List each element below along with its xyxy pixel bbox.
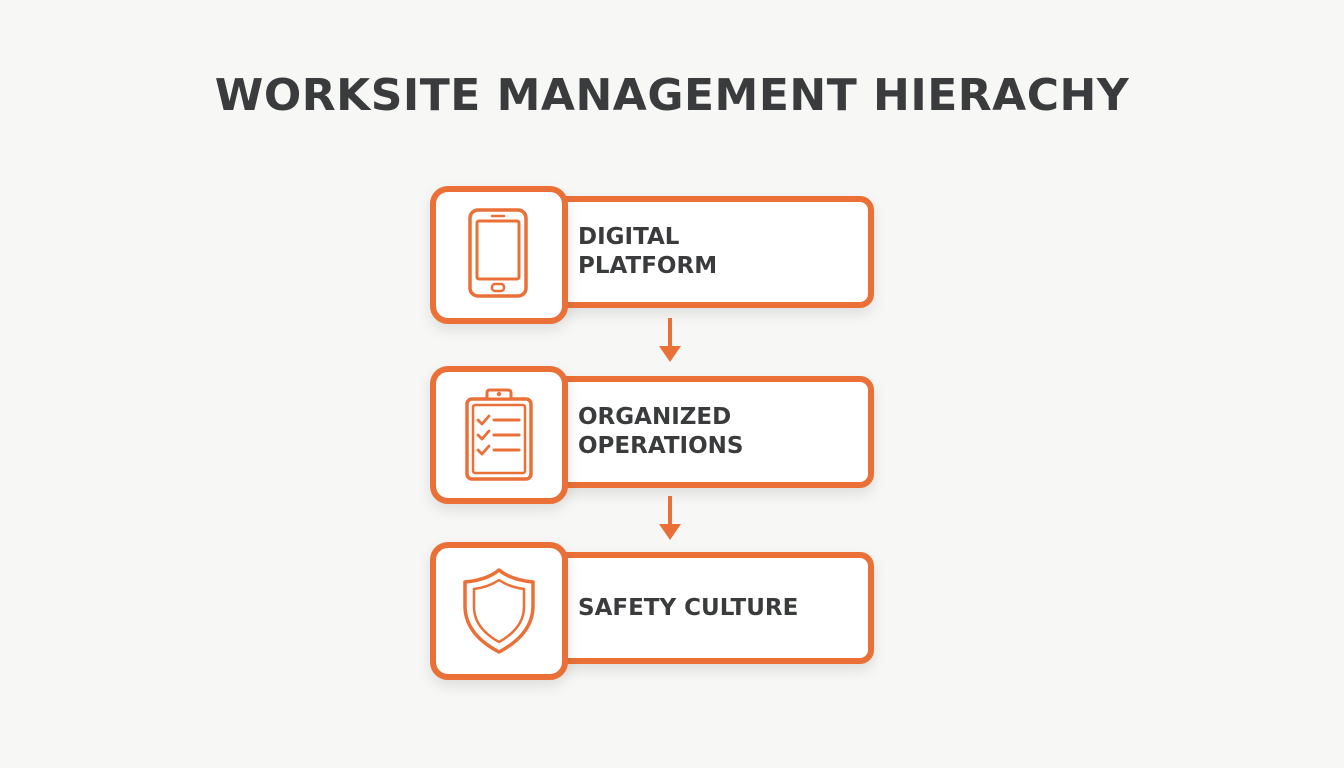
shield-icon: [463, 568, 535, 654]
step-label-box: DIGITAL PLATFORM: [550, 196, 874, 308]
arrow-down-icon: [659, 496, 681, 540]
step-safety-culture: SAFETY CULTURE: [430, 542, 882, 682]
step-icon-box: [430, 542, 568, 680]
arrow-down-icon: [659, 318, 681, 362]
step-label: ORGANIZED OPERATIONS: [578, 404, 744, 459]
step-organized-operations: ORGANIZED OPERATIONS: [430, 366, 882, 506]
clipboard-checklist-icon: [465, 388, 533, 481]
step-digital-platform: DIGITAL PLATFORM: [430, 186, 882, 326]
smartphone-icon: [468, 208, 528, 298]
step-icon-box: [430, 186, 568, 324]
connector-arrow: [659, 496, 681, 542]
connector-arrow: [659, 318, 681, 364]
step-label: DIGITAL PLATFORM: [578, 224, 718, 279]
step-label: SAFETY CULTURE: [578, 594, 799, 621]
step-label-box: ORGANIZED OPERATIONS: [550, 376, 874, 488]
diagram-title: WORKSITE MANAGEMENT HIERACHY: [214, 70, 1130, 121]
step-label-box: SAFETY CULTURE: [550, 552, 874, 664]
step-icon-box: [430, 366, 568, 504]
